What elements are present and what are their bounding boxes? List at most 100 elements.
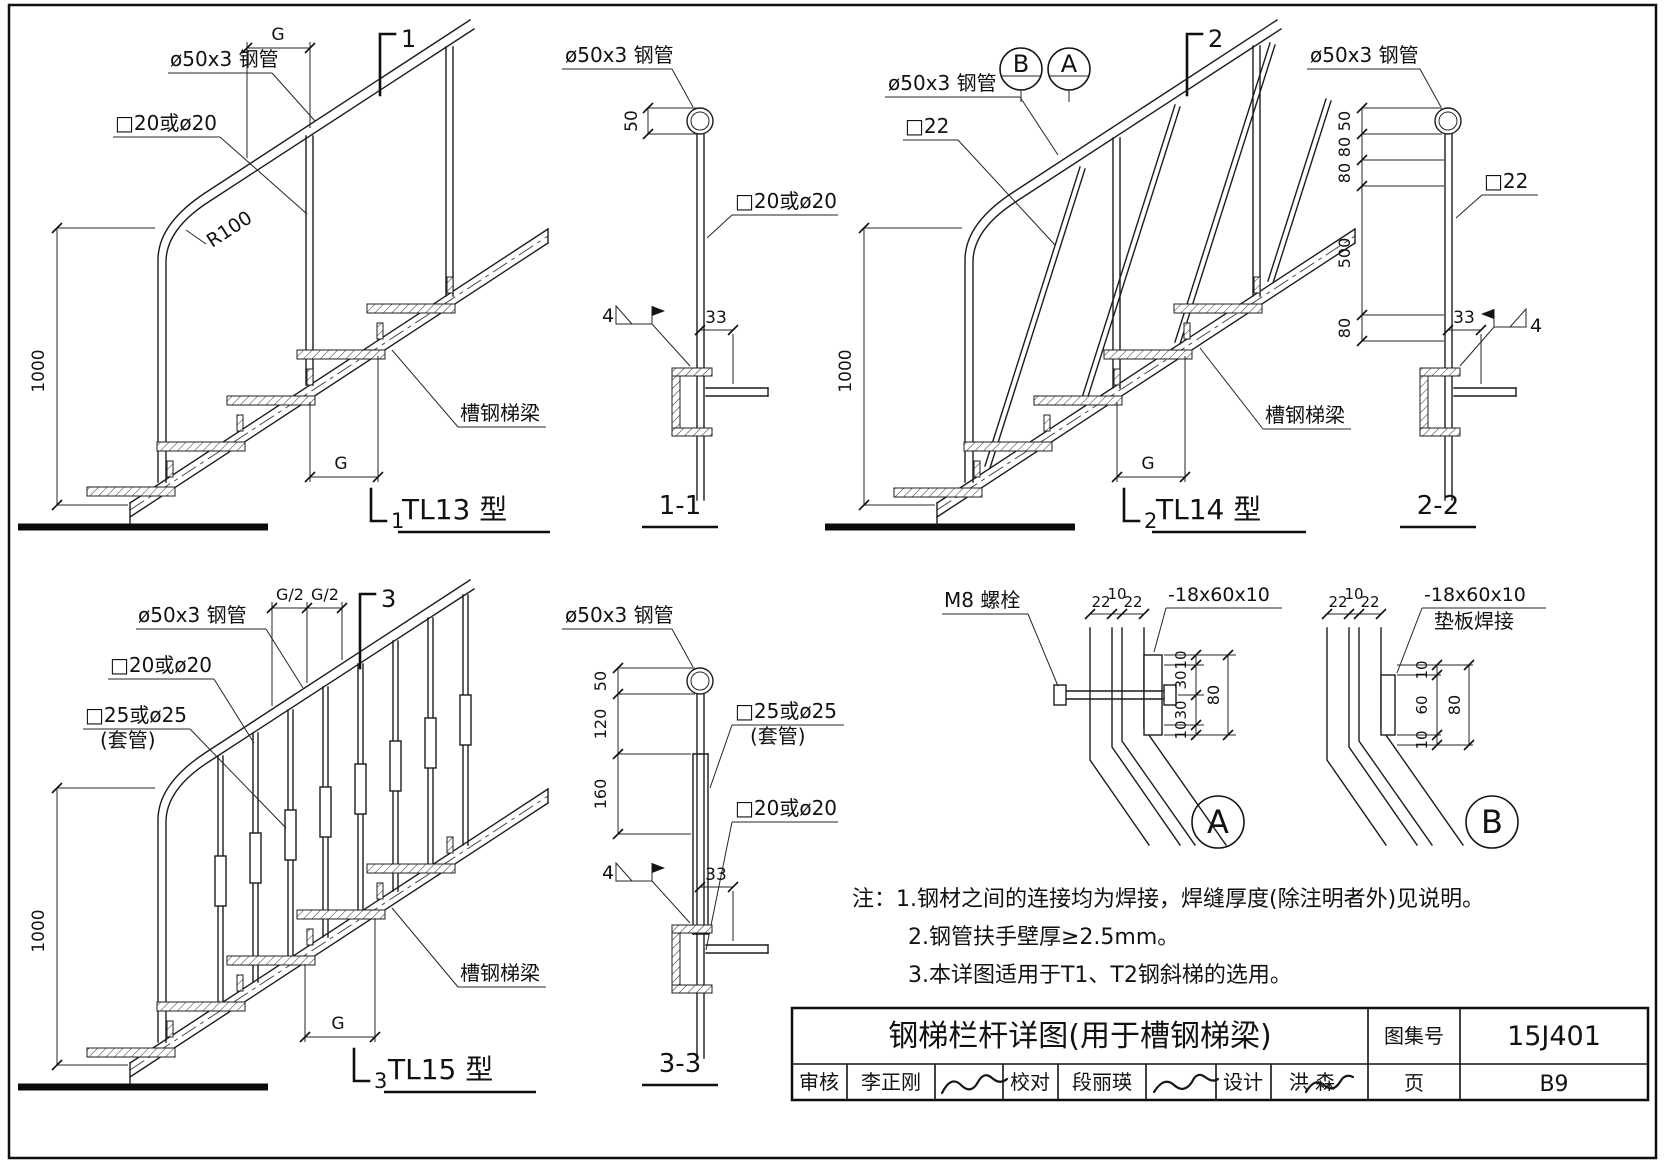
railing-posts xyxy=(305,46,454,386)
bolt-m8 xyxy=(1053,684,1177,706)
label-plate: -18x60x10 xyxy=(1153,584,1282,653)
svg-text:□22: □22 xyxy=(1484,169,1528,193)
svg-text:2: 2 xyxy=(1144,509,1157,533)
svg-text:ø50x3 钢管: ø50x3 钢管 xyxy=(565,603,674,627)
bubble-a: A xyxy=(1061,50,1078,78)
title-2-2: 2-2 xyxy=(1400,491,1476,529)
title-tl13: TL13 型 xyxy=(398,493,550,534)
svg-text:槽钢梯梁: 槽钢梯梁 xyxy=(1265,403,1345,427)
svg-text:G: G xyxy=(1141,454,1154,474)
section-flag-3: 3 xyxy=(358,585,396,670)
railing-posts xyxy=(217,594,469,1006)
label-beam: 槽钢梯梁 xyxy=(391,349,546,428)
svg-text:3: 3 xyxy=(374,1069,387,1093)
svg-text:22: 22 xyxy=(1360,593,1379,611)
title-tl15: TL15 型 xyxy=(384,1053,536,1094)
detail-a: 22 10 22 M8 螺栓 -18x60x10 10 30 30 10 80 … xyxy=(942,584,1282,849)
signature-scribble xyxy=(1152,1073,1220,1094)
svg-text:80: 80 xyxy=(1204,685,1223,705)
svg-text:G/2: G/2 xyxy=(276,585,304,604)
label-beam: 槽钢梯梁 xyxy=(391,907,546,988)
dimension-33: 33 xyxy=(694,308,739,384)
svg-text:3-3: 3-3 xyxy=(659,1049,701,1079)
stair-stringer xyxy=(129,788,549,1086)
svg-text:□25或ø25: □25或ø25 xyxy=(85,703,187,727)
svg-text:80: 80 xyxy=(1445,695,1464,715)
svg-text:50: 50 xyxy=(622,110,642,132)
svg-text:10: 10 xyxy=(1344,585,1363,603)
post-bars xyxy=(1326,627,1464,846)
svg-text:□20或ø20: □20或ø20 xyxy=(735,796,837,820)
handrail xyxy=(157,579,475,1043)
svg-text:1000: 1000 xyxy=(29,909,49,952)
svg-text:10: 10 xyxy=(1172,650,1190,669)
section-cut-3: 3 xyxy=(352,1047,387,1093)
svg-text:ø50x3 钢管: ø50x3 钢管 xyxy=(565,43,674,67)
section-flag-1: 1 xyxy=(378,25,416,97)
check-label: 校对 xyxy=(1010,1070,1050,1094)
svg-text:TL15 型: TL15 型 xyxy=(387,1053,493,1086)
backing-plate xyxy=(1380,674,1396,736)
title-block: 钢梯栏杆详图(用于槽钢梯梁) 图集号 15J401 审核 李正刚 校对 段丽瑛 … xyxy=(790,1006,1650,1102)
label-post: □22 xyxy=(1455,169,1538,219)
weld-flag xyxy=(652,863,665,873)
section-cut-1: 1 xyxy=(369,487,404,533)
design-name: 洪 森 xyxy=(1289,1070,1335,1094)
svg-text:500: 500 xyxy=(1335,238,1354,269)
dimension-top: 22 10 22 xyxy=(1084,585,1150,620)
weld-flag xyxy=(1481,309,1494,319)
label-post: □20或ø20 xyxy=(706,189,838,239)
elevation-tl14: B A 1000 G ø50x3 钢管 □22 槽钢梯梁 2 2 TL14 型 xyxy=(825,19,1356,534)
label-pipe: ø50x3 钢管 xyxy=(562,43,694,108)
label-post: □20或ø20 xyxy=(113,111,308,215)
post-sleeves xyxy=(214,694,472,907)
dimension-stack-left: 50 120 160 xyxy=(591,662,695,840)
svg-text:4: 4 xyxy=(602,862,614,884)
svg-text:3: 3 xyxy=(381,585,396,613)
handrail-pipe-section xyxy=(1434,107,1462,135)
dimension-g-half: G/2 G/2 xyxy=(266,585,348,706)
svg-text:(套管): (套管) xyxy=(100,728,156,752)
title-3-3: 3-3 xyxy=(642,1049,718,1087)
svg-text:B: B xyxy=(1481,803,1503,841)
svg-text:33: 33 xyxy=(1453,308,1475,328)
svg-text:G: G xyxy=(331,1014,344,1034)
dimension-stack-left: 50 80 80 500 80 xyxy=(1335,102,1444,347)
svg-text:-18x60x10: -18x60x10 xyxy=(1424,584,1526,606)
svg-text:R100: R100 xyxy=(203,207,256,252)
svg-text:2-2: 2-2 xyxy=(1417,491,1459,521)
dimension-g-top: G xyxy=(241,25,316,158)
label-post: □20或ø20 xyxy=(108,653,255,744)
handrail-pipe-section xyxy=(686,107,714,135)
svg-text:80: 80 xyxy=(1335,137,1354,157)
svg-text:□22: □22 xyxy=(905,114,949,138)
channel-beam-section xyxy=(1419,367,1517,437)
tread-supports xyxy=(166,836,454,1038)
svg-text:80: 80 xyxy=(1335,318,1354,338)
note-line-2: 2.钢管扶手壁厚≥2.5mm。 xyxy=(908,925,1179,950)
label-post: □20或ø20 xyxy=(705,796,838,951)
treads xyxy=(86,863,456,1058)
svg-text:4: 4 xyxy=(1530,315,1542,337)
label-pipe: ø50x3 钢管 xyxy=(136,603,304,689)
dim-g-bottom: G xyxy=(334,454,347,474)
dimension-g-bottom: G xyxy=(304,356,384,483)
svg-text:TL13 型: TL13 型 xyxy=(401,493,507,526)
svg-text:50: 50 xyxy=(1335,111,1354,131)
check-name: 段丽瑛 xyxy=(1072,1070,1132,1094)
note-line-1: 注：1.钢材之间的连接均为焊接，焊缝厚度(除注明者外)见说明。 xyxy=(852,887,1484,912)
svg-text:1: 1 xyxy=(401,25,416,53)
svg-text:80: 80 xyxy=(1335,163,1354,183)
weld-symbol: 4 xyxy=(602,304,691,367)
svg-text:1-1: 1-1 xyxy=(659,491,701,521)
label-sleeve: □25或ø25 (套管) xyxy=(709,699,844,789)
notes: 注：1.钢材之间的连接均为焊接，焊缝厚度(除注明者外)见说明。 2.钢管扶手壁厚… xyxy=(852,887,1484,988)
svg-text:60: 60 xyxy=(1413,695,1431,714)
svg-text:A: A xyxy=(1207,803,1229,841)
svg-text:TL14 型: TL14 型 xyxy=(1155,493,1261,526)
atlas-label: 图集号 xyxy=(1384,1024,1444,1048)
svg-text:槽钢梯梁: 槽钢梯梁 xyxy=(460,961,540,985)
tread-supports xyxy=(973,276,1261,478)
connection-plate xyxy=(1143,654,1163,736)
